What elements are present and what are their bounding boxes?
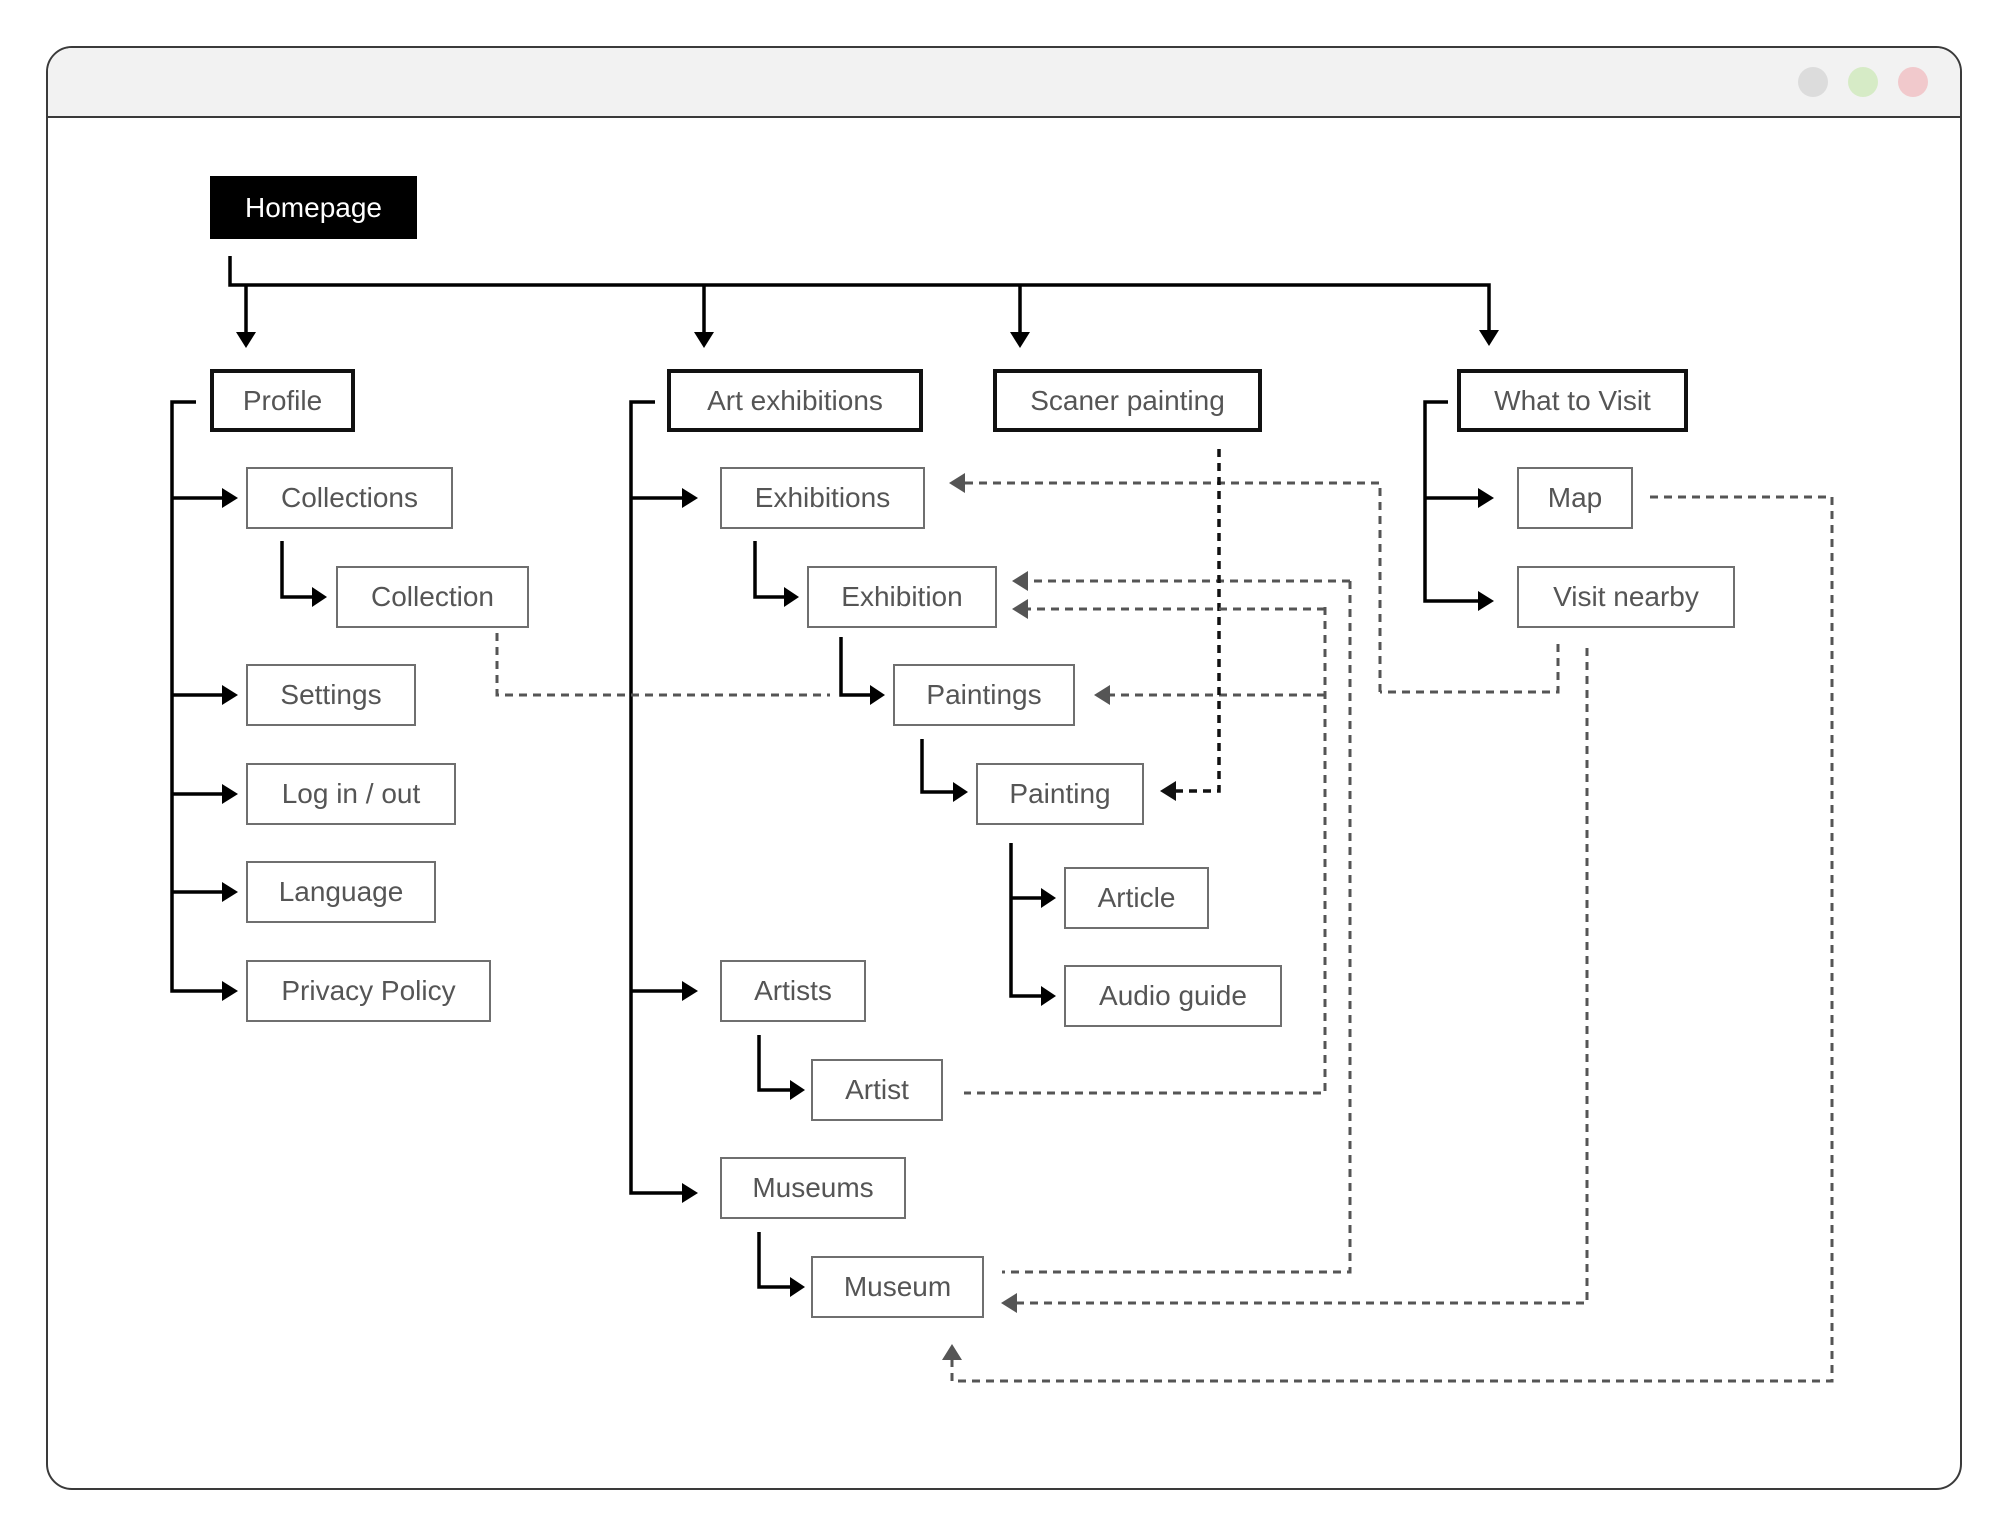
node-language[interactable]: Language [246, 861, 436, 923]
node-artist[interactable]: Artist [811, 1059, 943, 1121]
node-museums[interactable]: Museums [720, 1157, 906, 1219]
node-visit-nearby[interactable]: Visit nearby [1517, 566, 1735, 628]
node-log-in-out[interactable]: Log in / out [246, 763, 456, 825]
hierarchy-arrowheads [222, 330, 1499, 1297]
node-map[interactable]: Map [1517, 467, 1633, 529]
window-control-green-icon[interactable] [1848, 67, 1878, 97]
node-museum[interactable]: Museum [811, 1256, 984, 1318]
node-artists[interactable]: Artists [720, 960, 866, 1022]
node-scaner-painting[interactable]: Scaner painting [993, 369, 1262, 432]
cross-link-arrowheads [942, 473, 1110, 1360]
node-exhibitions[interactable]: Exhibitions [720, 467, 925, 529]
node-exhibition[interactable]: Exhibition [807, 566, 997, 628]
node-profile[interactable]: Profile [210, 369, 355, 432]
node-article[interactable]: Article [1064, 867, 1209, 929]
window-control-grey-icon[interactable] [1798, 67, 1828, 97]
node-audio-guide[interactable]: Audio guide [1064, 965, 1282, 1027]
node-privacy-policy[interactable]: Privacy Policy [246, 960, 491, 1022]
window-title-bar [48, 48, 1960, 118]
node-collections[interactable]: Collections [246, 467, 453, 529]
scan-link-arrowhead [1160, 781, 1176, 801]
node-paintings[interactable]: Paintings [893, 664, 1075, 726]
cross-link-lines [495, 481, 1834, 1383]
scan-link-line [1176, 449, 1221, 793]
window-control-pink-icon[interactable] [1898, 67, 1928, 97]
node-painting[interactable]: Painting [976, 763, 1144, 825]
hierarchy-lines [170, 256, 1491, 1289]
node-settings[interactable]: Settings [246, 664, 416, 726]
node-art-exhibitions[interactable]: Art exhibitions [667, 369, 923, 432]
node-homepage[interactable]: Homepage [210, 176, 417, 239]
node-collection[interactable]: Collection [336, 566, 529, 628]
node-what-to-visit[interactable]: What to Visit [1457, 369, 1688, 432]
